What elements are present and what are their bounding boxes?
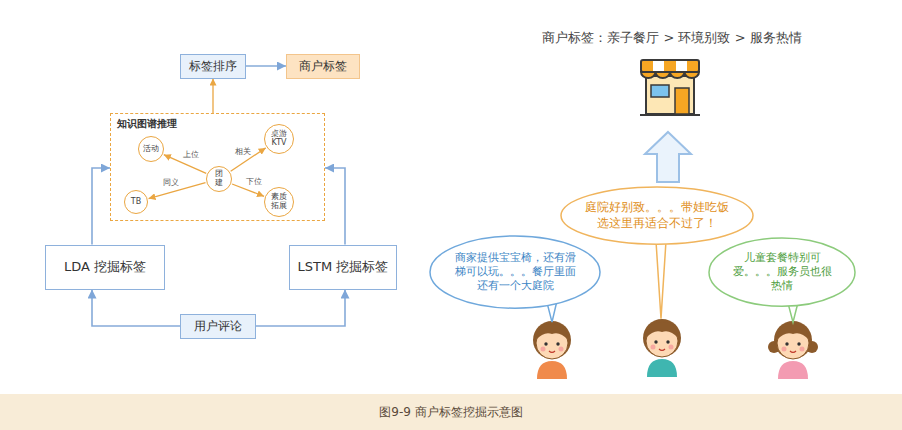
awning-stripe: [676, 61, 687, 71]
speech-bubble: 庭院好别致。。。带娃吃饭 选这里再适合不过了！: [560, 186, 754, 245]
connector-arrow: [256, 290, 345, 327]
child-bangs: [536, 324, 568, 340]
figure-caption: 图9-9 商户标签挖掘示意图: [0, 394, 902, 430]
node-label: 团建: [215, 170, 223, 188]
node-label: 儿童套餐特别可 爱。。。服务员也很 热情: [730, 251, 834, 294]
bubble-outline: [709, 238, 855, 306]
child-eye: [654, 340, 657, 343]
concept-node: 活动: [138, 136, 164, 162]
shop-awning: [641, 72, 699, 78]
child-shirt: [778, 361, 808, 379]
child-eye: [797, 342, 800, 345]
connector-arrow: [231, 148, 266, 171]
child-cheek: [782, 347, 787, 352]
child-figure: [768, 321, 818, 379]
concept-node: 团建: [206, 166, 232, 192]
child-hair: [533, 321, 571, 359]
connector-arrow: [92, 290, 180, 327]
process-box: LSTM 挖掘标签: [289, 245, 398, 290]
child-mouth: [790, 351, 796, 353]
child-shirt: [647, 359, 677, 377]
connector-arrow: [92, 168, 110, 245]
up-arrow: [645, 132, 691, 182]
child-hair: [643, 319, 681, 357]
process-box: 标签排序: [180, 54, 246, 79]
bubble-outline: [561, 187, 753, 244]
bubble-tail: [656, 241, 666, 319]
concept-node: 桌游 KTV: [264, 124, 294, 154]
child-eye: [556, 342, 559, 345]
node-label: TB: [131, 198, 141, 207]
child-figure: [533, 321, 571, 379]
connector-arrow: [212, 79, 213, 114]
node-label: 用户评论: [194, 318, 242, 335]
shop-base: [640, 114, 700, 116]
node-label: 庭院好别致。。。带娃吃饭 选这里再适合不过了！: [582, 200, 732, 231]
bubble-outline: [430, 236, 600, 308]
node-label: 标签排序: [189, 58, 237, 75]
illustration-title: 商户标签：亲子餐厅 > 环境别致 > 服务热情: [542, 29, 801, 47]
child-bangs: [777, 324, 809, 340]
node-label: 活动: [143, 145, 159, 154]
process-box: LDA 挖掘标签: [45, 245, 165, 290]
caption-band: [0, 394, 902, 430]
group-heading: 知识图谱推理: [117, 117, 177, 131]
edge-label: 相关: [234, 147, 252, 156]
node-label: 商家提供宝宝椅，还有滑 梯可以玩。。。餐厅里面 还有一个大庭院: [451, 251, 579, 294]
child-cheek: [541, 347, 546, 352]
connector-arrow: [325, 168, 345, 245]
child-shirt: [537, 361, 567, 379]
child-mouth: [549, 351, 555, 353]
child-cheek: [559, 347, 564, 352]
edge-label: 下位: [245, 178, 263, 187]
child-eye: [785, 342, 788, 345]
child-eye: [666, 340, 669, 343]
input-box: 用户评论: [180, 314, 256, 339]
child-bangs: [646, 322, 678, 338]
concept-node: TB: [124, 190, 148, 214]
speech-bubble: 儿童套餐特别可 爱。。。服务员也很 热情: [708, 237, 856, 307]
speech-bubble: 商家提供宝宝椅，还有滑 梯可以玩。。。餐厅里面 还有一个大庭院: [429, 235, 601, 309]
shop-body: [646, 76, 694, 114]
edge-label: 同义: [162, 178, 180, 187]
edge-label: 上位: [182, 151, 200, 160]
node-label: 桌游 KTV: [268, 130, 290, 148]
shop-icon: [640, 60, 700, 115]
child-figure: [643, 319, 681, 377]
shop-window: [651, 85, 669, 97]
child-cheek: [669, 345, 674, 350]
child-mouth: [659, 349, 665, 351]
child-cheek: [651, 345, 656, 350]
node-label: 素质 拓展: [268, 193, 290, 211]
result-box: 商户标签: [286, 54, 360, 79]
child-eye: [544, 342, 547, 345]
knowledge-graph-group: 知识图谱推理活动 桌游 KTV 团建 TB 素质 拓展: [110, 113, 325, 221]
concept-node: 素质 拓展: [264, 187, 294, 217]
connector-arrow: [246, 65, 286, 67]
node-label: 商户标签: [299, 58, 347, 75]
shop-door: [675, 88, 689, 114]
node-label: LDA 挖掘标签: [64, 258, 146, 276]
shop-roof: [641, 60, 699, 72]
node-label: LSTM 挖掘标签: [298, 258, 389, 276]
child-cheek: [800, 347, 805, 352]
awning-stripe: [653, 61, 664, 71]
child-hair: [774, 321, 812, 359]
